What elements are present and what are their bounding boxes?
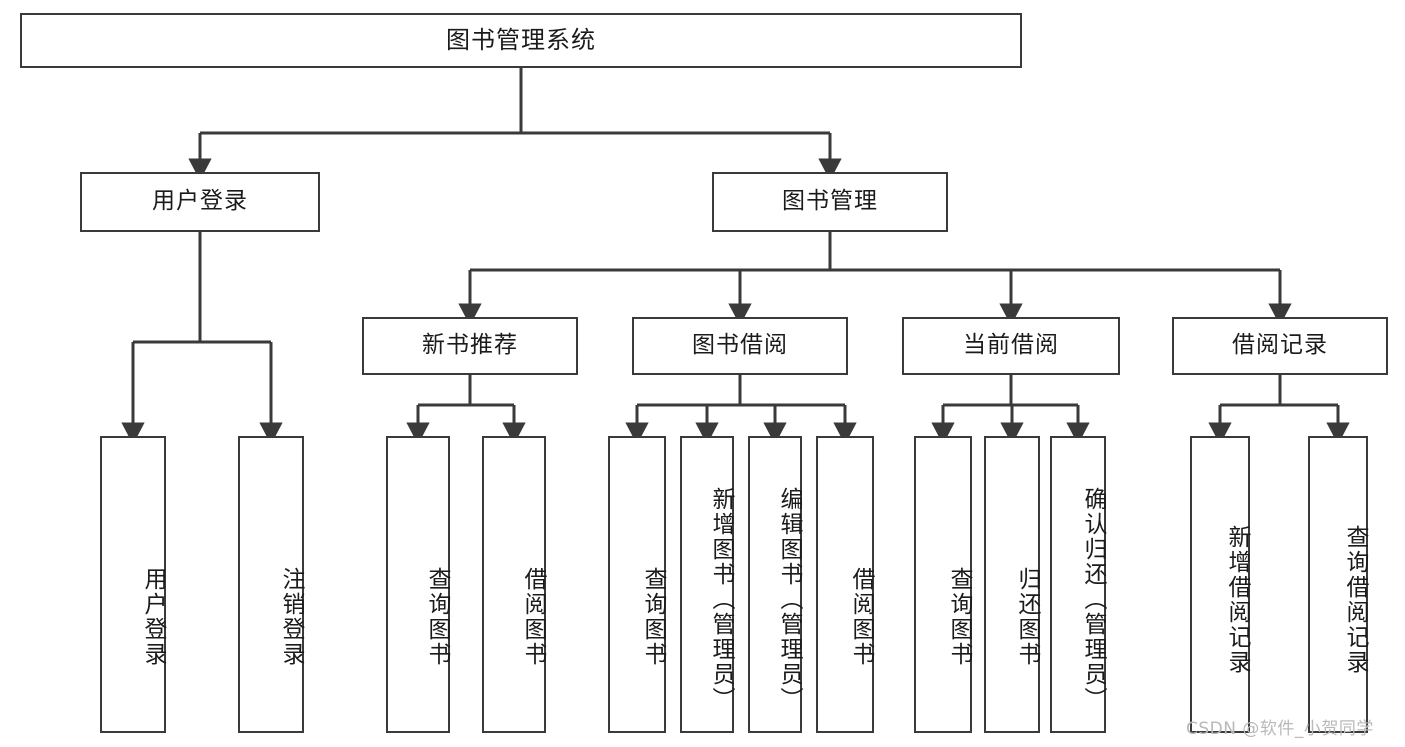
leaf-logout[interactable]: 注销登录 bbox=[238, 436, 304, 733]
csdn-watermark: CSDN @软件_小贺同学 bbox=[1186, 719, 1374, 739]
leaf-return-book[interactable]: 归还图书 bbox=[984, 436, 1040, 733]
node-current-borrow[interactable]: 当前借阅 bbox=[902, 317, 1120, 375]
leaf-query-book[interactable]: 查询图书 bbox=[608, 436, 666, 733]
leaf-add-borrow-record[interactable]: 新增借阅记录 bbox=[1190, 436, 1250, 733]
leaf-query-borrow-record[interactable]: 查询借阅记录 bbox=[1308, 436, 1368, 733]
leaf-edit-book-admin[interactable]: 编辑图书（管理员） bbox=[748, 436, 802, 733]
leaf-confirm-return-admin[interactable]: 确认归还（管理员） bbox=[1050, 436, 1106, 733]
node-user-login[interactable]: 用户登录 bbox=[80, 172, 320, 232]
node-borrow-record[interactable]: 借阅记录 bbox=[1172, 317, 1388, 375]
leaf-add-book-admin[interactable]: 新增图书（管理员） bbox=[680, 436, 734, 733]
leaf-user-login[interactable]: 用户登录 bbox=[100, 436, 166, 733]
node-new-book-recommend[interactable]: 新书推荐 bbox=[362, 317, 578, 375]
leaf-query-book-recommend[interactable]: 查询图书 bbox=[386, 436, 450, 733]
leaf-query-book-current[interactable]: 查询图书 bbox=[914, 436, 972, 733]
node-root-system[interactable]: 图书管理系统 bbox=[20, 13, 1022, 68]
node-book-management[interactable]: 图书管理 bbox=[712, 172, 948, 232]
leaf-borrow-book-recommend[interactable]: 借阅图书 bbox=[482, 436, 546, 733]
node-book-borrow[interactable]: 图书借阅 bbox=[632, 317, 848, 375]
leaf-borrow-book[interactable]: 借阅图书 bbox=[816, 436, 874, 733]
